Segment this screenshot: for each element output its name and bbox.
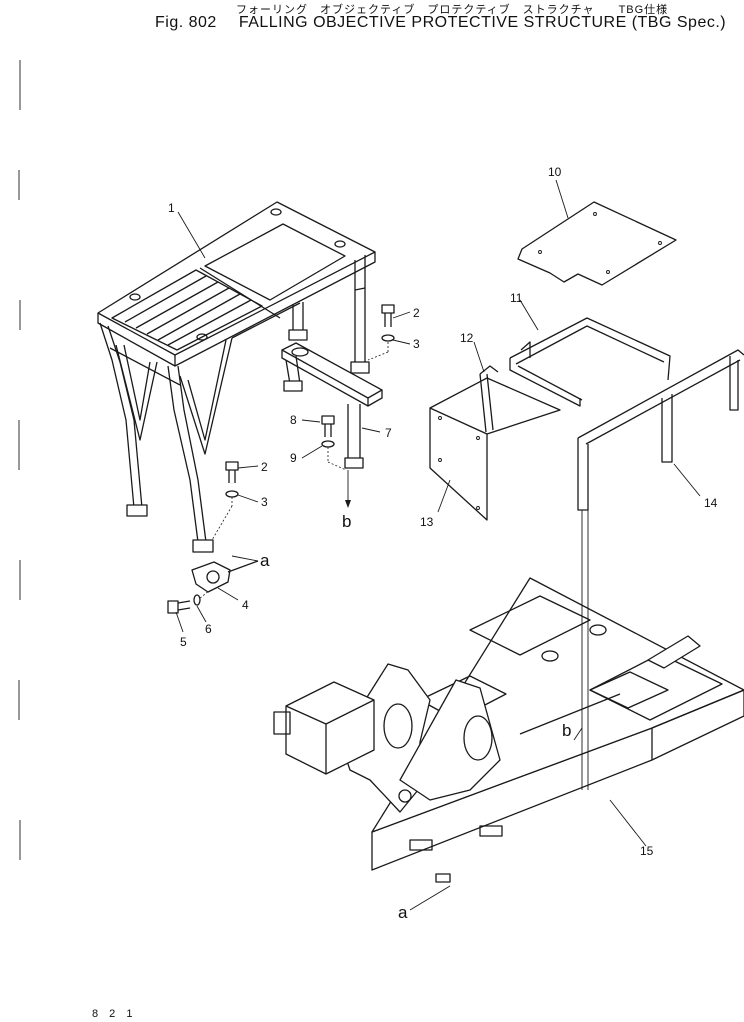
callout-4: 4	[242, 598, 249, 612]
margin-marks	[18, 60, 21, 860]
title-text: FALLING OBJECTIVE PROTECTIVE STRUCTURE (…	[238, 14, 727, 31]
callout-3-lower: 3	[261, 495, 268, 509]
part-15-revolving-frame	[273, 577, 744, 883]
callout-5: 5	[180, 635, 187, 649]
page-code: 8 2 1	[92, 1008, 137, 1020]
japanese-title: フォーリング オブジェクティブ プロテクティブ ストラクチャ TBG仕様	[236, 4, 669, 16]
ref-b-upper: b	[342, 512, 351, 531]
callout-9: 9	[290, 451, 297, 465]
callout-8: 8	[290, 413, 297, 427]
ref-a-upper: a	[260, 551, 270, 570]
hardware-bolts-washers	[167, 304, 395, 614]
part-13-side-panel	[429, 377, 561, 521]
part-11-bracket-frame	[509, 317, 671, 407]
part-1-fops-frame	[97, 201, 376, 553]
leader-lines	[175, 179, 701, 911]
part-14-side-frame	[577, 349, 744, 511]
callout-12: 12	[460, 331, 474, 345]
callout-13: 13	[420, 515, 434, 529]
figure-number: Fig. 802	[155, 14, 217, 31]
part-12-stay	[479, 365, 499, 433]
part-10-cover-plate	[517, 201, 677, 286]
callout-2-upper: 2	[413, 306, 420, 320]
callout-14: 14	[704, 496, 718, 510]
callout-6: 6	[205, 622, 212, 636]
callout-15: 15	[640, 844, 654, 858]
callout-7: 7	[385, 426, 392, 440]
callout-11: 11	[510, 291, 523, 305]
part-7-front-support	[281, 342, 383, 469]
callout-3-upper: 3	[413, 337, 420, 351]
figure-title: Fig. 802 FALLING OBJECTIVE PROTECTIVE STR…	[155, 14, 726, 32]
ref-a-lower: a	[398, 903, 408, 922]
ref-b-lower: b	[562, 721, 571, 740]
callout-10: 10	[548, 165, 562, 179]
callout-2-lower: 2	[261, 460, 268, 474]
callout-1: 1	[168, 201, 175, 215]
